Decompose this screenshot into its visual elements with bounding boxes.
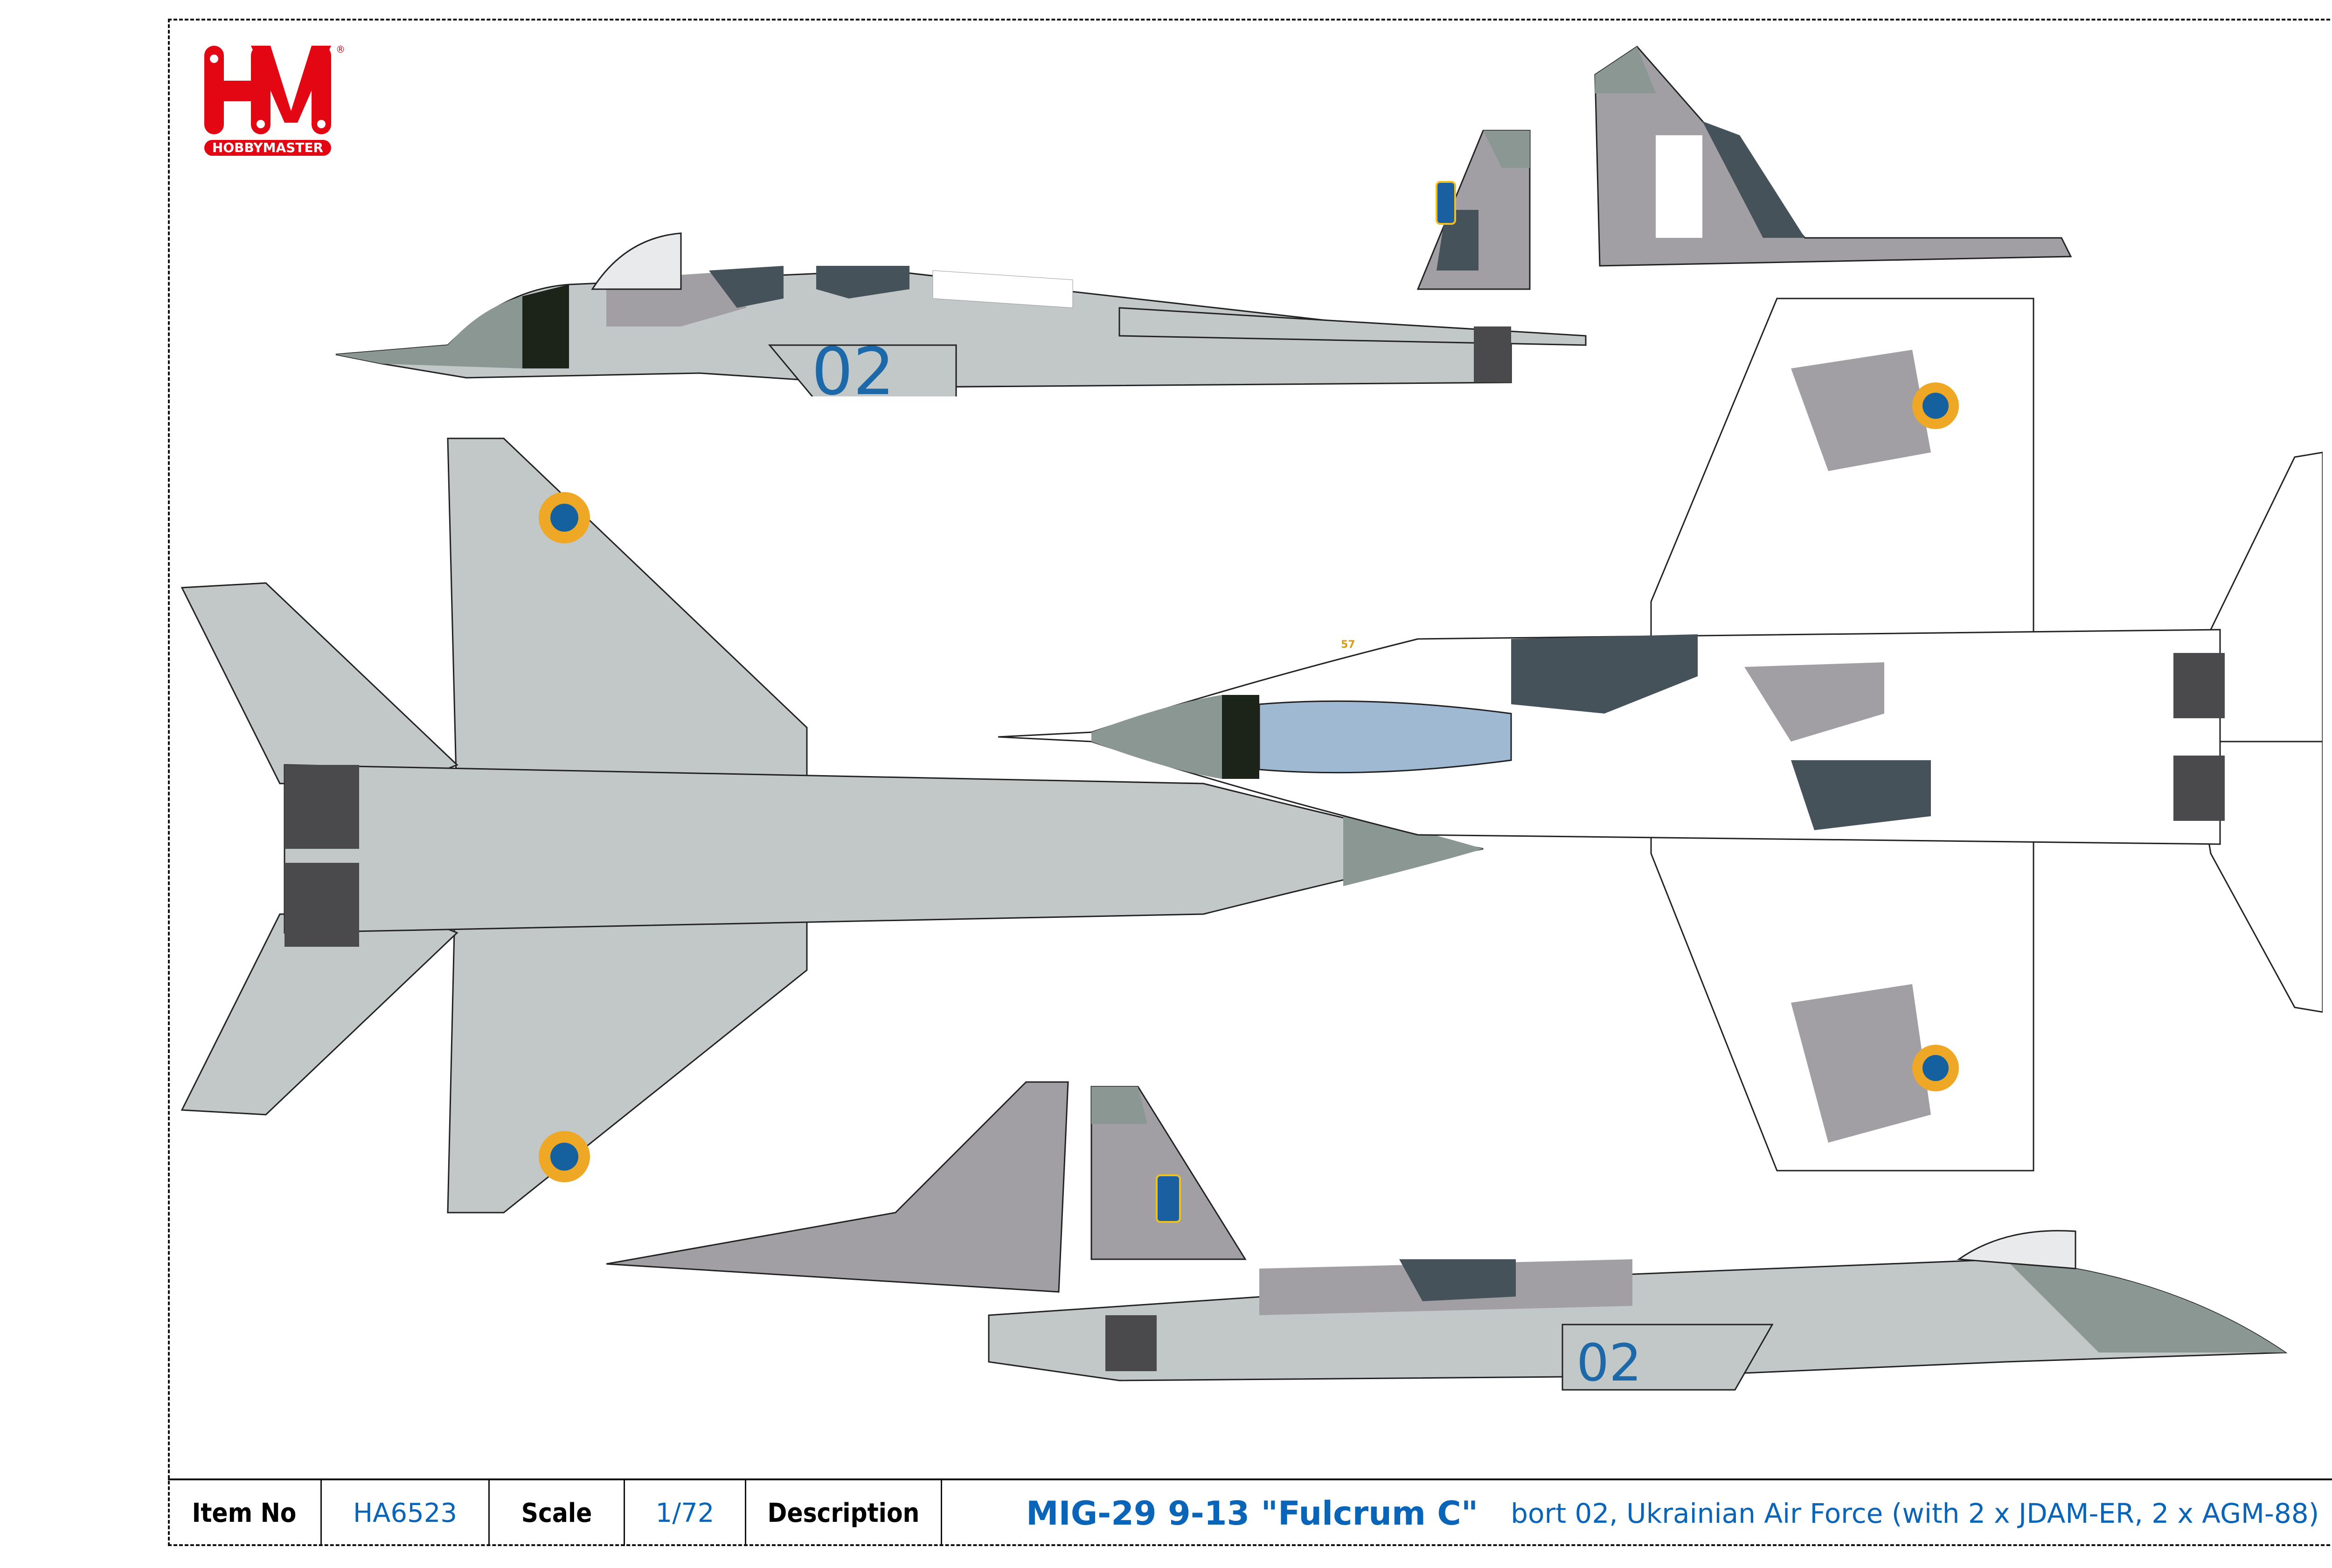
logo-wordmark: HOBBYMASTER <box>212 140 323 155</box>
underside-view <box>177 429 1492 1231</box>
svg-text:®: ® <box>336 44 344 55</box>
fin-detail-view <box>1586 42 2099 275</box>
trident-emblem-icon <box>1156 1174 1181 1223</box>
scale-label: Scale <box>490 1480 625 1546</box>
side-number-right: 02 <box>1576 1333 1642 1393</box>
right-profile-view: 02 <box>606 1073 2309 1422</box>
canopy <box>1258 700 1512 774</box>
description-label: Description <box>746 1480 942 1546</box>
roundel-icon <box>539 1131 590 1182</box>
description-text: bort 02, Ukrainian Air Force (with 2 x J… <box>1511 1497 2319 1529</box>
hobbymaster-logo: HOBBYMASTER ® <box>195 41 345 158</box>
roundel-icon <box>1912 1045 1959 1091</box>
description-title: MIG-29 9-13 "Fulcrum C" <box>1026 1494 1478 1533</box>
item-no-label: Item No <box>168 1480 322 1546</box>
side-number-left: 02 <box>812 334 895 396</box>
roundel-icon <box>1912 382 1959 429</box>
description-cell: MIG-29 9-13 "Fulcrum C" bort 02, Ukraini… <box>942 1480 2332 1546</box>
roundel-icon <box>539 492 590 543</box>
topside-view <box>998 294 2324 1180</box>
item-no-value: HA6523 <box>322 1480 490 1546</box>
product-info-table: Item No HA6523 Scale 1/72 Description MI… <box>168 1478 2332 1546</box>
scale-value: 1/72 <box>625 1480 746 1546</box>
profile-sheet-border <box>168 19 2332 1546</box>
small-marking-57: 57 <box>1341 639 1355 651</box>
trident-emblem-icon <box>1436 181 1456 225</box>
left-profile-view: 02 <box>326 47 1679 410</box>
